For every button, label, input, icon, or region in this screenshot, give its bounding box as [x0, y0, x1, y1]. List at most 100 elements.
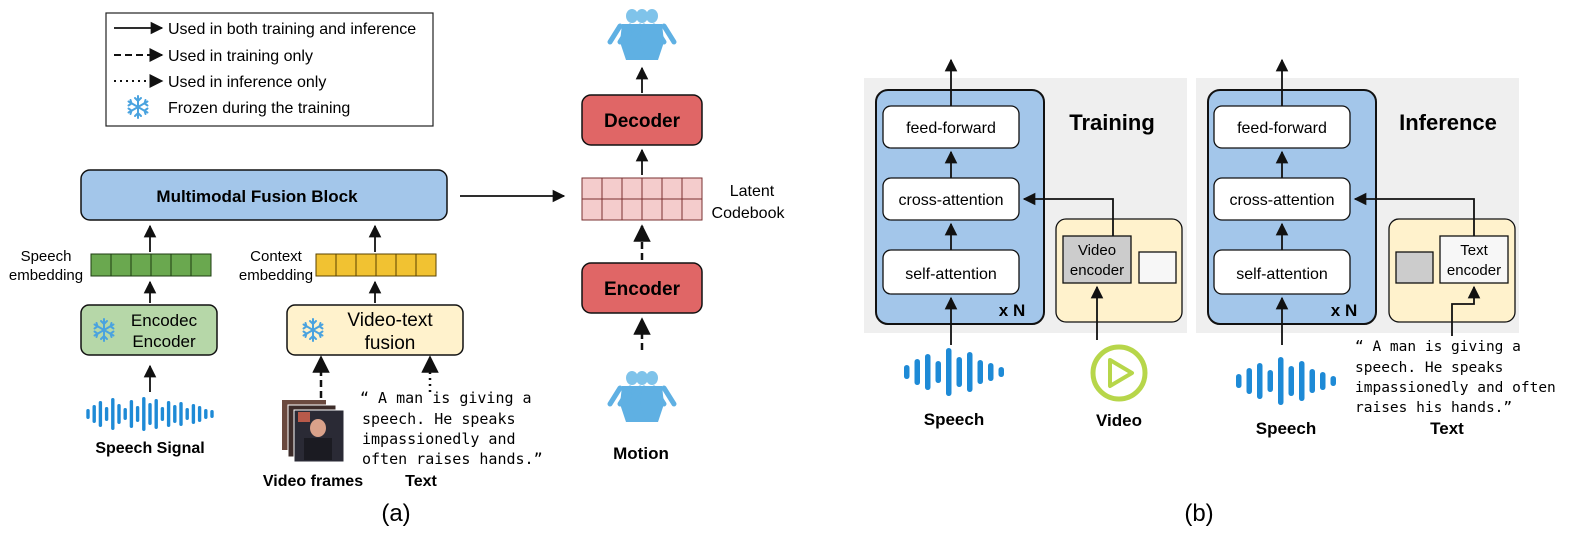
motion-avatar-bottom-icon: [610, 371, 674, 422]
waveform-bar: [197, 406, 202, 422]
waveform-bar: [185, 408, 189, 420]
caption-a: (a): [381, 500, 410, 527]
waveform-bar: [179, 402, 183, 426]
legend-label-training: Used in training only: [168, 48, 313, 65]
training-self-attention: self-attention: [905, 266, 997, 283]
waveform-bar: [967, 352, 973, 392]
encoder-label: Encoder: [604, 279, 681, 300]
waveform-bar: [92, 405, 96, 423]
inference-self-attention: self-attention: [1236, 266, 1328, 283]
inference-cross-attention: cross-attention: [1230, 192, 1335, 209]
text-encoder-label-1: Text: [1460, 242, 1488, 259]
latent-codebook-label-2: Codebook: [712, 205, 786, 222]
context-embedding-label-1: Context: [250, 248, 303, 265]
video-frames-thumbnail: [282, 400, 345, 463]
waveform-bar: [998, 367, 1004, 377]
inference-quote-line-2: speech. He speaks: [1355, 360, 1503, 376]
context-embedding-label-2: embedding: [239, 267, 313, 284]
inference-quote-line-1: “ A man is giving a: [1355, 339, 1521, 355]
waveform-bar: [1299, 361, 1305, 401]
inference-speech-waveform-icon: [1236, 357, 1336, 405]
waveform-bar: [1267, 370, 1273, 392]
inference-empty-slot: [1395, 251, 1434, 284]
inference-repeat-label: x N: [1331, 301, 1357, 320]
speech-embedding-label-2: embedding: [9, 267, 83, 284]
decoder-label: Decoder: [604, 111, 681, 132]
waveform-bar: [111, 398, 115, 430]
text-quote-line-4: often raises hands.”: [362, 450, 543, 468]
video-encoder-label-2: encoder: [1070, 262, 1124, 279]
text-encoder-label-2: encoder: [1447, 262, 1501, 279]
motion-avatar-top-icon: [610, 9, 674, 60]
waveform-bar: [135, 406, 140, 422]
encodec-label-2: Encoder: [132, 332, 196, 351]
waveform-bar: [1236, 374, 1242, 388]
waveform-bar: [117, 404, 121, 424]
waveform-bar: [946, 348, 952, 396]
speech-embedding-label-1: Speech: [21, 248, 72, 265]
waveform-bar: [1257, 363, 1263, 399]
decoder-block: [581, 94, 703, 146]
legend-label-both: Used in both training and inference: [168, 21, 416, 38]
waveform-bar: [925, 354, 931, 390]
encoder-block: [581, 262, 703, 314]
text-label-a: Text: [405, 473, 437, 490]
training-feed-forward: feed-forward: [906, 120, 996, 137]
text-quote-line-2: speech. He speaks: [362, 410, 516, 428]
training-repeat-label: x N: [999, 301, 1025, 320]
waveform-bar: [1309, 369, 1315, 393]
waveform-bar: [86, 409, 90, 419]
fusion-block: [80, 169, 448, 221]
inference-speech-label: Speech: [1256, 419, 1316, 438]
speech-signal-label: Speech Signal: [95, 440, 204, 457]
waveform-bar: [148, 403, 152, 425]
waveform-bar: [160, 407, 165, 421]
inference-text-label: Text: [1430, 419, 1464, 438]
legend: Used in both training and inference Used…: [105, 12, 434, 127]
waveform-bar: [104, 407, 109, 421]
inference-quote-line-3: impassionedly and often: [1355, 380, 1556, 396]
video-text-fusion-label-2: fusion: [365, 333, 416, 354]
encodec-encoder: [80, 304, 218, 356]
panel-b-training: feed-forward cross-attention self-attent…: [864, 58, 1187, 430]
legend-label-frozen: Frozen during the training: [168, 100, 350, 117]
training-video-label: Video: [1096, 411, 1142, 430]
encodec-label-1: Encodec: [131, 311, 198, 330]
caption-b: (b): [1184, 500, 1213, 527]
video-text-fusion: [286, 304, 464, 356]
waveform-bar: [1246, 368, 1252, 394]
waveform-bar: [154, 399, 158, 429]
panel-a: Multimodal Fusion Block Speech embedding…: [9, 9, 786, 527]
speech-embedding-cells: [90, 253, 212, 277]
speech-waveform-icon: [86, 397, 214, 431]
panel-b-inference: feed-forward cross-attention self-attent…: [1184, 58, 1556, 527]
motion-label: Motion: [613, 444, 669, 463]
training-empty-slot: [1138, 251, 1177, 284]
waveform-bar: [173, 405, 177, 423]
waveform-bar: [1330, 376, 1336, 386]
waveform-bar: [1320, 372, 1326, 390]
waveform-bar: [210, 410, 214, 418]
waveform-bar: [988, 363, 994, 381]
video-text-fusion-label-1: Video-text: [347, 310, 433, 331]
training-speech-label: Speech: [924, 410, 984, 429]
legend-label-inference: Used in inference only: [168, 74, 326, 91]
context-embedding-cells: [315, 253, 437, 277]
waveform-bar: [956, 357, 962, 387]
waveform-bar: [1288, 366, 1294, 396]
latent-codebook-label-1: Latent: [730, 183, 775, 200]
waveform-bar: [123, 408, 127, 420]
video-frames-label: Video frames: [263, 473, 363, 490]
inference-quote-line-4: raises his hands.”: [1355, 400, 1512, 416]
inference-feed-forward: feed-forward: [1237, 120, 1327, 137]
waveform-bar: [98, 401, 103, 427]
waveform-bar: [142, 397, 146, 431]
training-cross-attention: cross-attention: [899, 192, 1004, 209]
waveform-bar: [166, 401, 171, 427]
training-title: Training: [1069, 110, 1155, 135]
waveform-bar: [129, 400, 134, 428]
latent-codebook-grid: [581, 177, 703, 221]
waveform-bar: [191, 404, 196, 424]
